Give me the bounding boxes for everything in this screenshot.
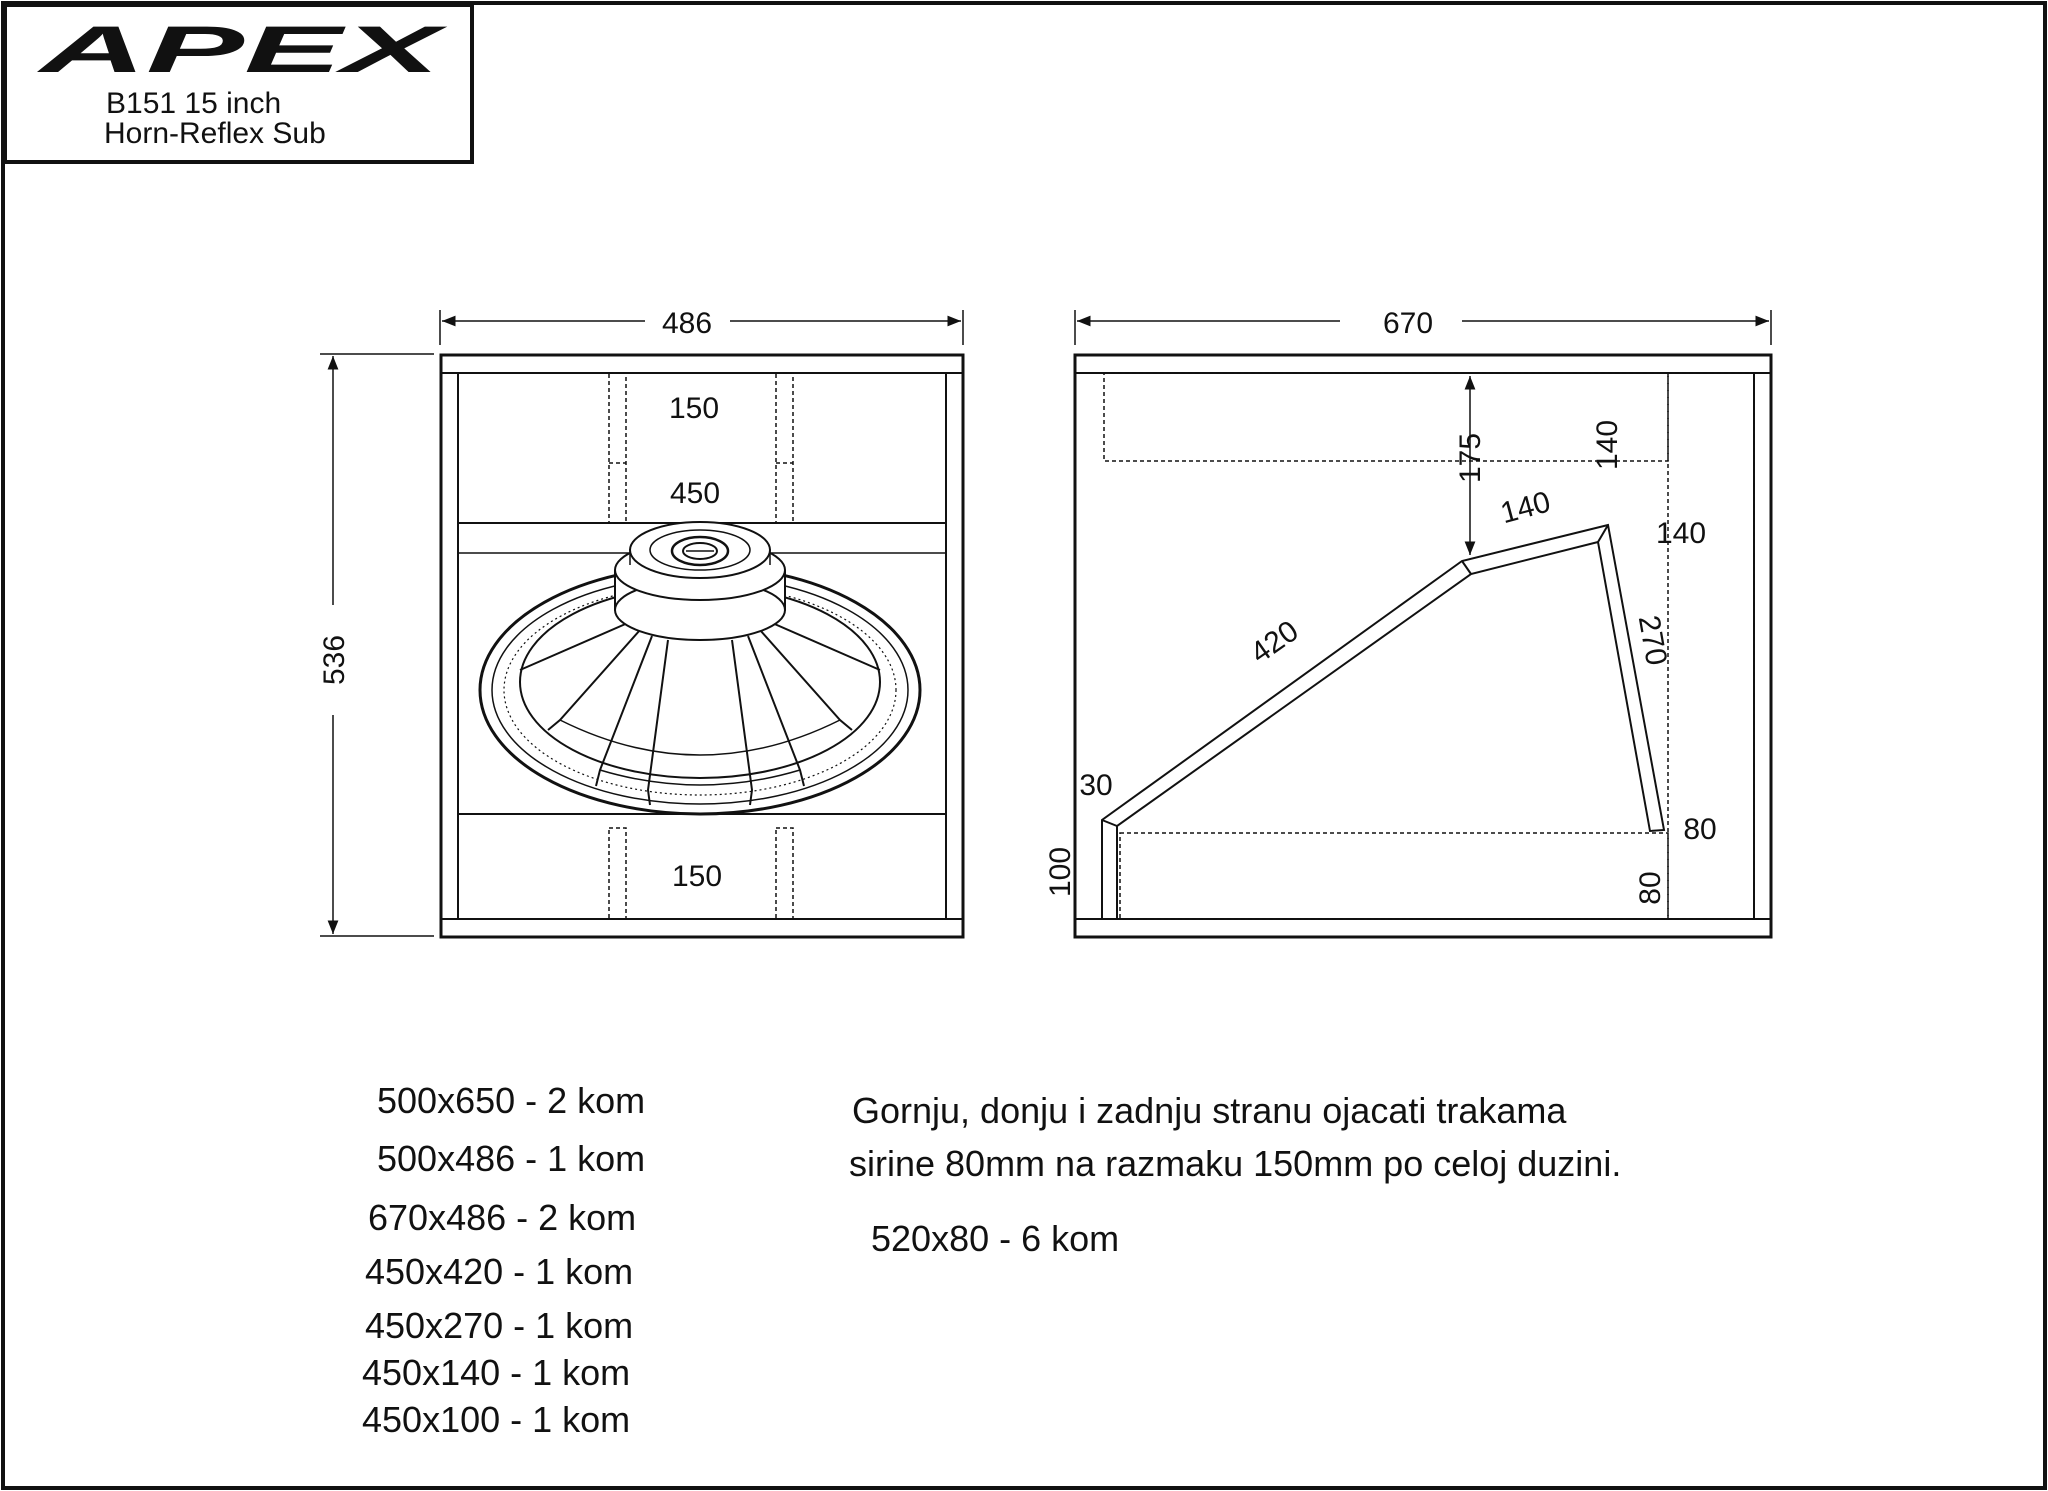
cut-list-item: 500x486 - 1 kom <box>377 1138 646 1179</box>
cut-list-item: 450x100 - 1 kom <box>362 1399 631 1440</box>
front-baffle-label: 450 <box>670 477 720 510</box>
reinforcement-note-line-2: sirine 80mm na razmaku 150mm po celoj du… <box>849 1143 1622 1184</box>
side-depth-label: 670 <box>1383 307 1433 340</box>
side-175-label: 175 <box>1454 433 1487 483</box>
strips-quantity: 520x80 - 6 kom <box>871 1218 1120 1259</box>
side-80-right-label: 80 <box>1683 813 1716 846</box>
apex-logo: APEX <box>36 12 449 86</box>
cut-list-item: 450x420 - 1 kom <box>365 1251 634 1292</box>
cut-list-item: 450x270 - 1 kom <box>365 1305 634 1346</box>
side-30-label: 30 <box>1079 769 1112 802</box>
side-140-top-label: 140 <box>1497 485 1554 530</box>
speaker-driver-icon <box>478 521 922 816</box>
front-width-label: 486 <box>662 307 712 340</box>
side-100-label: 100 <box>1044 847 1077 897</box>
side-80-bottom-label: 80 <box>1634 871 1667 904</box>
front-height-label: 536 <box>318 635 351 685</box>
model-title: B151 15 inch <box>106 87 281 120</box>
front-top-port-label: 150 <box>669 392 719 425</box>
side-140-vertical-label: 140 <box>1591 420 1624 470</box>
front-view: 486 536 150 450 150 <box>318 307 965 939</box>
side-view: 670 175 140 140 140 420 270 30 80 100 80 <box>1044 307 1773 939</box>
side-270-label: 270 <box>1632 613 1673 668</box>
side-140-right-label: 140 <box>1656 517 1706 550</box>
reinforcement-note-line-1: Gornju, donju i zadnju stranu ojacati tr… <box>852 1090 1567 1131</box>
front-bottom-port-label: 150 <box>672 860 722 893</box>
model-subtitle: Horn-Reflex Sub <box>104 117 326 150</box>
title-block: APEX B151 15 inch Horn-Reflex Sub <box>3 3 474 164</box>
cut-list-item: 670x486 - 2 kom <box>368 1197 637 1238</box>
cut-list-item: 500x650 - 2 kom <box>377 1080 646 1121</box>
side-420-label: 420 <box>1245 614 1305 670</box>
cut-list-item: 450x140 - 1 kom <box>362 1352 631 1393</box>
